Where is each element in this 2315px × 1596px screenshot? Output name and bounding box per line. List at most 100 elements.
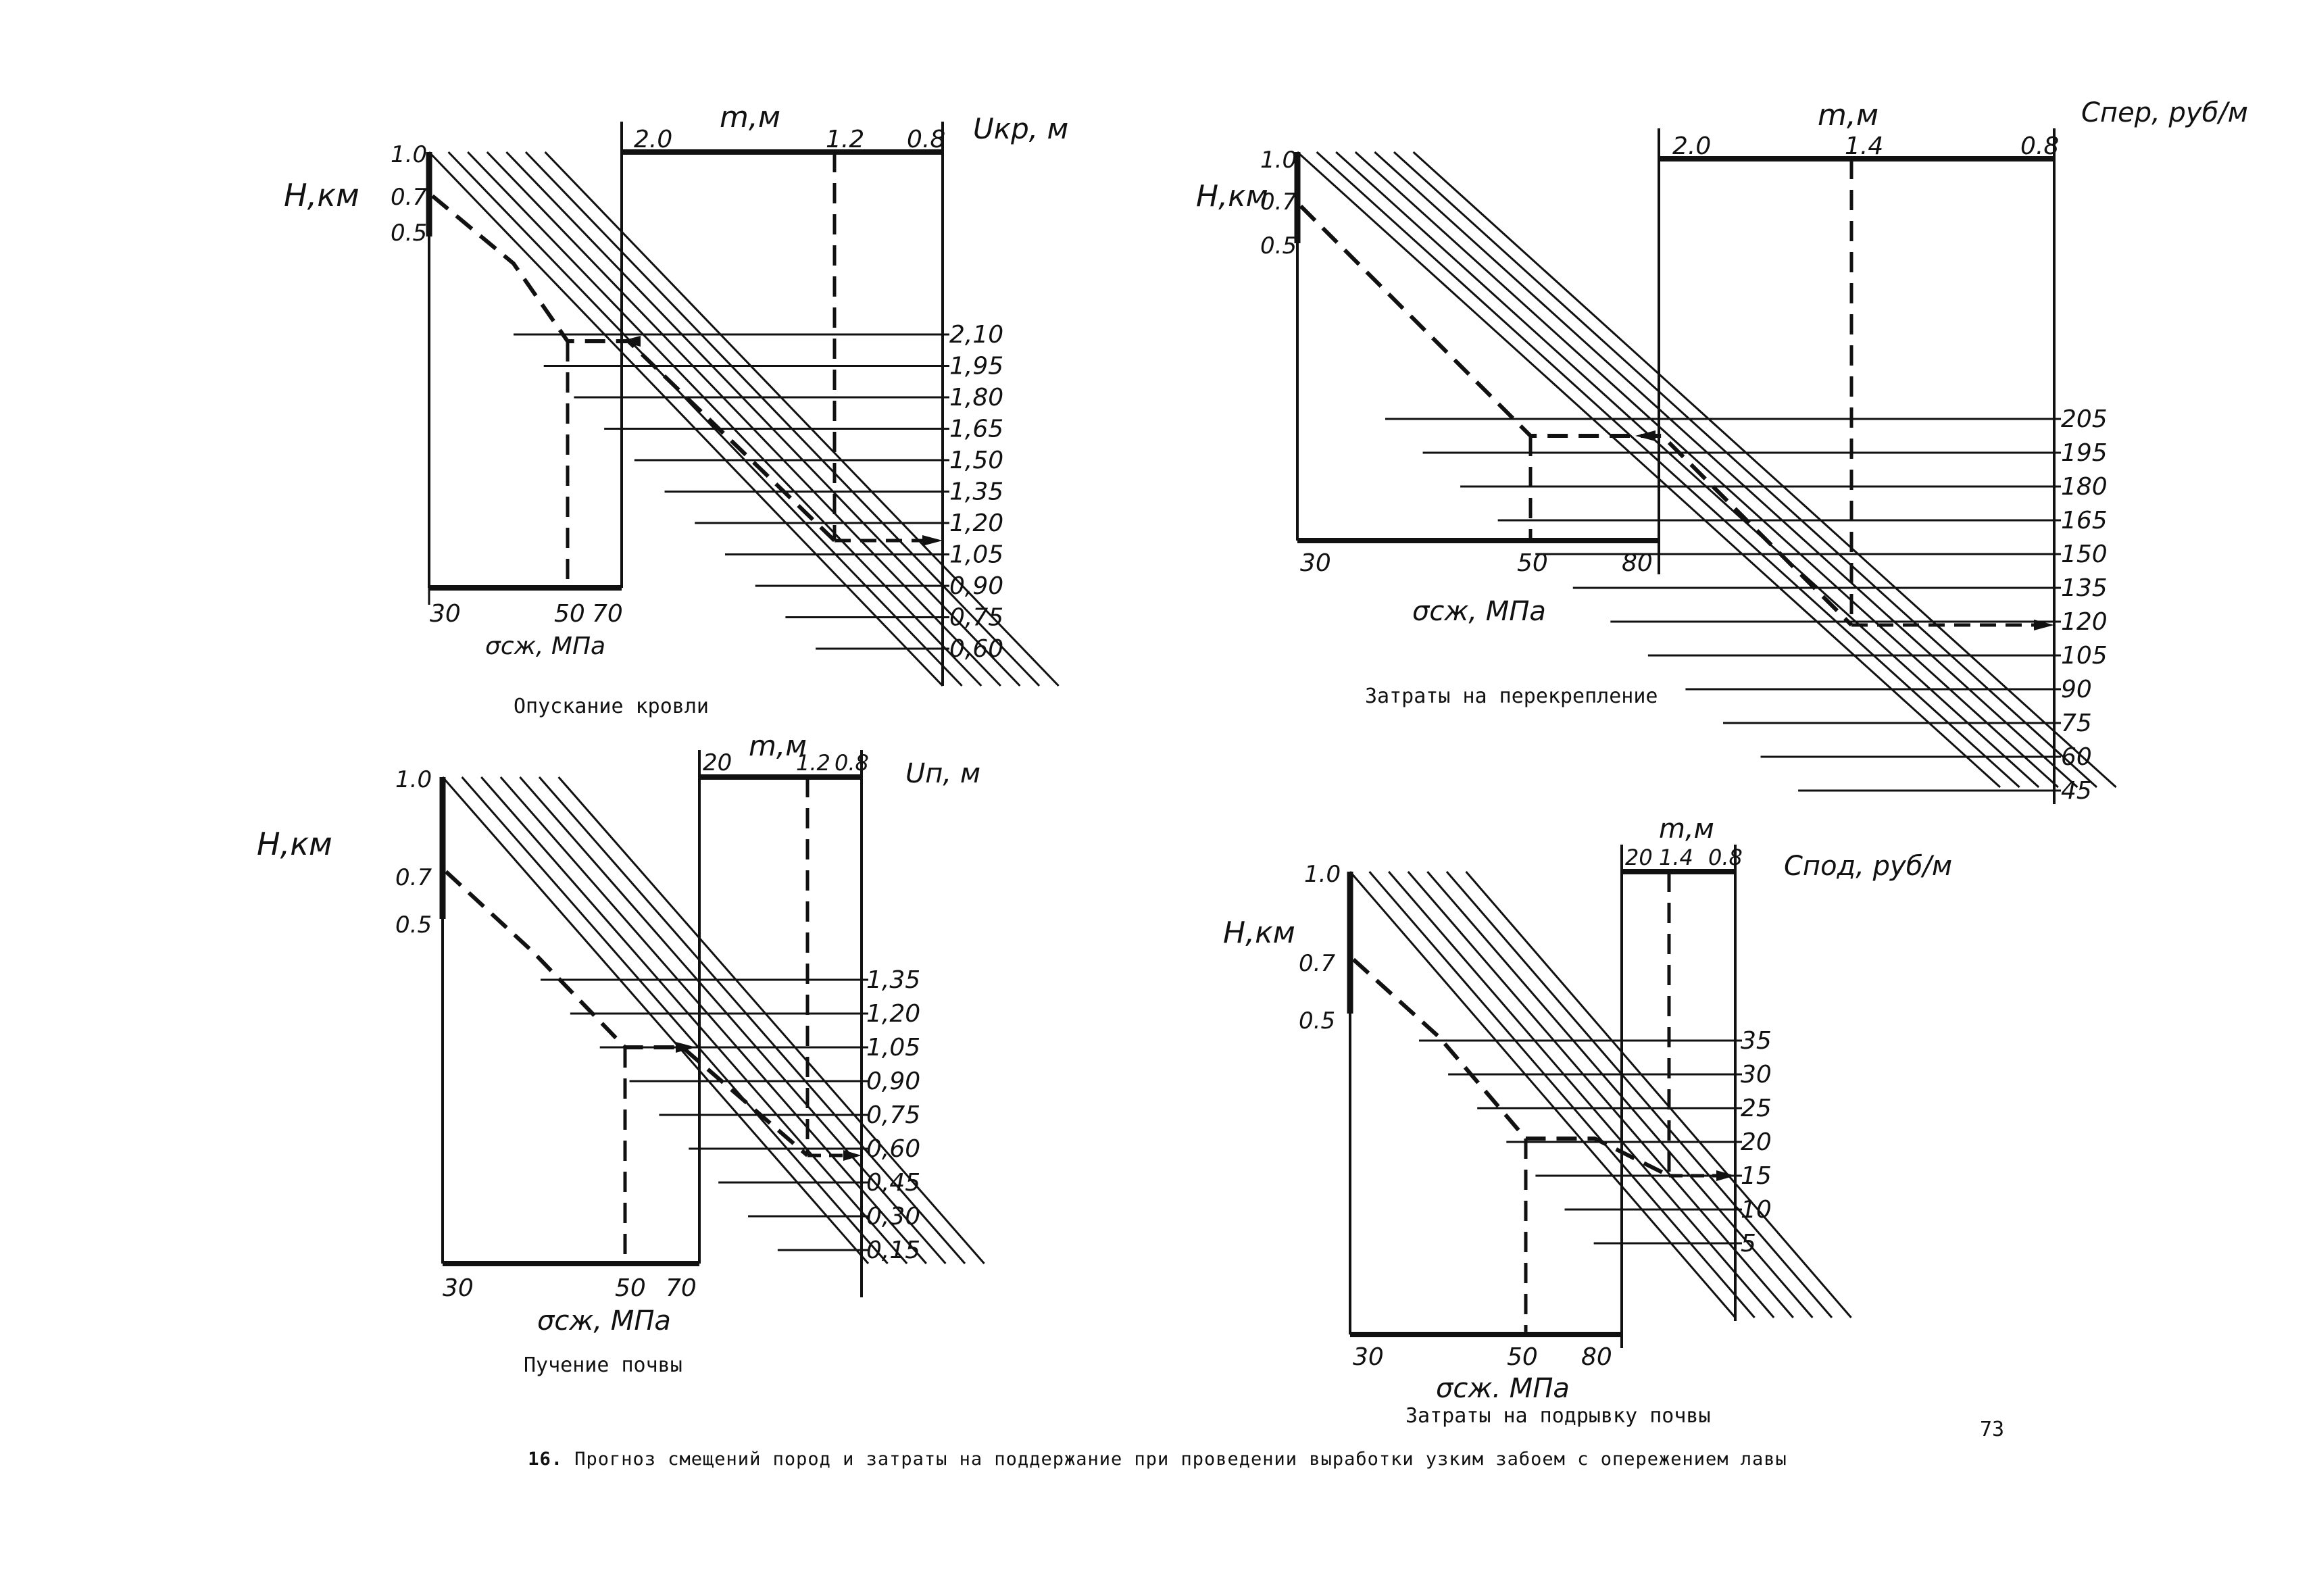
diagonal-line <box>1412 151 2117 789</box>
right-tick-label: 195 <box>2061 439 2108 467</box>
right-tick-label: 1,05 <box>866 1034 920 1062</box>
right-tick-label: 150 <box>2061 541 2108 568</box>
sigma-tick-label: 70 <box>592 600 623 628</box>
h-tick-label: 0.5 <box>1299 1007 1335 1034</box>
nomogram-heave: H,км 1.0 0.7 0.5 30 50 70 σсж, МПа 20 1.… <box>257 729 985 1377</box>
sigma-tick-label: 30 <box>1300 549 1331 577</box>
h-axis-label: H,км <box>1223 916 1295 950</box>
nomogram-support-cost: H,км 1.0 0.7 0.5 30 50 80 σсж, МПа 2.0 1… <box>1196 97 2248 805</box>
right-tick-label: 0,15 <box>866 1237 920 1264</box>
figure-number: 16. <box>528 1449 563 1470</box>
right-tick-label: 75 <box>2061 709 2092 737</box>
diagonal-line <box>544 151 1060 687</box>
right-tick-label: 165 <box>2061 507 2108 534</box>
nomogram-roof: H,км 1.0 0.7 0.5 30 50 70 σсж, МПа 2.0 1… <box>284 100 1068 718</box>
right-tick-label: 10 <box>1741 1196 1772 1224</box>
h-tick-label: 0.7 <box>391 184 427 211</box>
h-tick-label: 0.5 <box>395 912 432 939</box>
right-tick-label: 35 <box>1741 1027 1772 1055</box>
arrow-icon <box>1635 430 1656 441</box>
panel-title: Опускание кровли <box>514 695 709 718</box>
right-tick-label: 1,05 <box>949 541 1003 569</box>
m-axis-label: m,м <box>1818 98 1878 132</box>
arrow-icon <box>843 1150 862 1161</box>
right-tick-label: 60 <box>2061 743 2092 771</box>
diagonal-lines <box>428 151 1060 687</box>
diagonal-line <box>1465 871 1852 1318</box>
h-axis-label: H,км <box>1196 179 1268 214</box>
diagonal-line <box>1316 151 2020 789</box>
diagonal-line <box>557 776 985 1264</box>
m-tick-label: 0.8 <box>835 750 869 776</box>
right-tick-label: 0,30 <box>866 1203 920 1230</box>
example-path <box>431 194 837 543</box>
right-axis-label: Спер, руб/м <box>2081 97 2248 128</box>
right-tick-label: 90 <box>2061 676 2092 703</box>
diagonal-line <box>1349 871 1737 1318</box>
right-tick-label: 25 <box>1741 1095 1772 1122</box>
h-axis-label: H,км <box>257 826 332 862</box>
diagonal-line <box>1426 871 1814 1318</box>
h-tick-label: 0.7 <box>1299 950 1335 977</box>
h-tick-label: 1.0 <box>395 766 432 793</box>
m-tick-label: 0.8 <box>2020 132 2059 160</box>
sigma-tick-label: 50 <box>615 1274 646 1302</box>
right-tick-label: 205 <box>2061 405 2108 433</box>
example-path <box>1299 204 1853 627</box>
right-tick-label: 1,20 <box>866 1000 920 1028</box>
h-tick-label: 1.0 <box>1260 147 1297 174</box>
diagonal-line <box>1445 871 1833 1318</box>
right-tick-label: 2,10 <box>949 321 1003 349</box>
diagonal-line <box>486 151 1001 687</box>
right-tick-label: 135 <box>2061 574 2108 602</box>
right-ticks: 1,351,201,050,900,750,600,450,300,15 <box>862 966 920 1264</box>
diagonal-line <box>1354 151 2059 789</box>
m-tick-label: 1.4 <box>1659 845 1693 870</box>
m-tick-label: 20 <box>703 749 732 776</box>
right-tick-label: 0,90 <box>866 1068 920 1095</box>
m-axis-label: m,м <box>749 729 807 762</box>
right-tick-label: 0,75 <box>949 604 1003 632</box>
diagonal-line <box>519 776 947 1264</box>
sigma-tick-label: 30 <box>1353 1343 1384 1371</box>
right-tick-label: 1,80 <box>949 384 1003 412</box>
sigma-axis-label: σсж, МПа <box>485 632 605 660</box>
panel-title: Пучение почвы <box>524 1353 682 1377</box>
right-tick-label: 1,35 <box>866 966 920 994</box>
arrow-icon <box>2034 620 2054 630</box>
right-tick-label: 15 <box>1741 1162 1772 1190</box>
figure-caption: 16. Прогноз смещений пород и затраты на … <box>0 1449 2315 1470</box>
diagonal-line <box>447 151 963 687</box>
page-number: 73 <box>1980 1418 2005 1441</box>
diagonal-line <box>505 151 1021 687</box>
diagonal-line <box>428 151 944 687</box>
diagonal-line <box>461 776 889 1264</box>
right-axis-label: Cпод, руб/м <box>1784 851 1952 882</box>
m-tick-label: 2.0 <box>1672 132 1711 160</box>
value-gridlines <box>514 333 943 650</box>
right-tick-label: 1,95 <box>949 353 1003 380</box>
arrow-icon <box>620 336 641 347</box>
right-tick-label: 105 <box>2061 642 2108 670</box>
sigma-tick-label: 70 <box>666 1274 697 1302</box>
h-tick-label: 0.5 <box>1260 232 1297 259</box>
diagonal-line <box>441 776 870 1264</box>
h-tick-label: 0.5 <box>391 220 427 247</box>
m-tick-label: 20 <box>1625 845 1653 870</box>
sigma-axis-label: σсж. МПа <box>1436 1373 1570 1404</box>
m-axis-label: m,м <box>1659 814 1714 845</box>
h-tick-label: 1.0 <box>391 141 427 168</box>
diagonal-line <box>1368 871 1756 1318</box>
diagonal-line <box>467 151 982 687</box>
sigma-axis-label: σсж, МПа <box>1412 596 1546 627</box>
panel-title: Затраты на перекрепление <box>1365 684 1658 708</box>
sigma-tick-label: 80 <box>1581 1343 1612 1371</box>
m-tick-label: 1.2 <box>826 126 864 153</box>
diagonal-lines <box>1296 151 2117 789</box>
right-tick-label: 45 <box>2061 777 2092 805</box>
h-tick-label: 0.7 <box>395 864 432 891</box>
m-tick-label: 2.0 <box>634 126 672 153</box>
